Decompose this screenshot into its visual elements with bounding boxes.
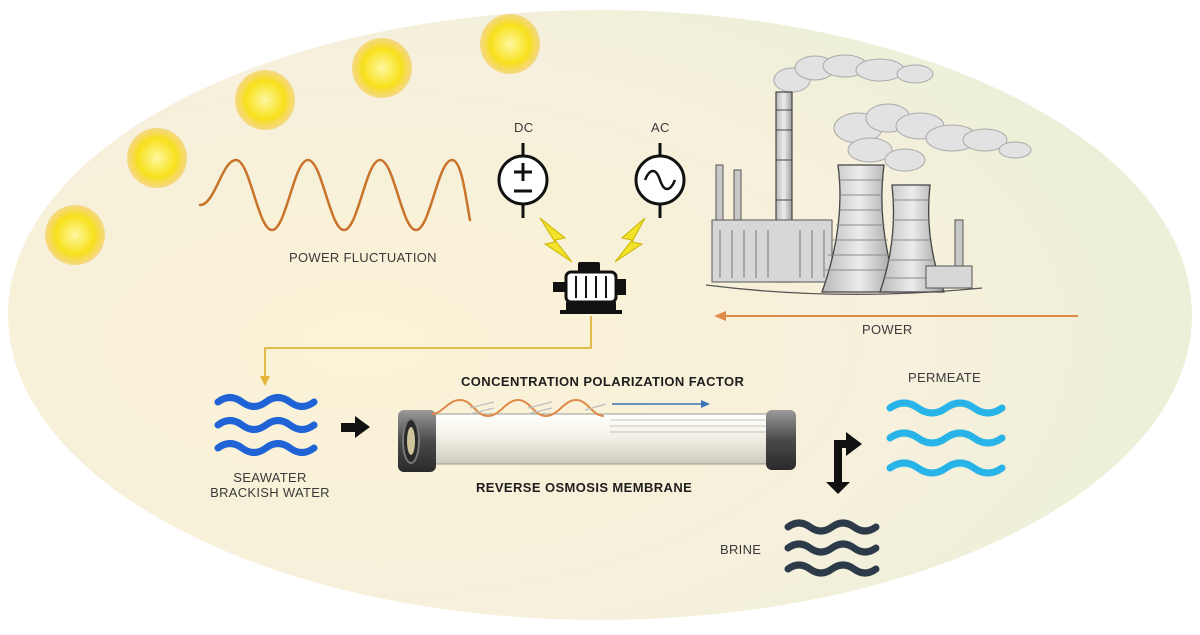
sun-icon [480, 14, 540, 74]
motor-pump-icon [553, 262, 626, 314]
flow-direction-arrow [612, 400, 710, 408]
brackish-water-label: BRACKISH WATER [210, 485, 330, 500]
power-plant-icon [705, 54, 1032, 295]
split-arrow [826, 432, 862, 494]
seawater-waves [214, 394, 318, 456]
power-fluctuation-label: POWER FLUCTUATION [289, 250, 437, 265]
feed-arrow [341, 416, 370, 438]
sun-icon [352, 38, 412, 98]
ac-source-icon [634, 143, 686, 218]
power-label: POWER [862, 322, 913, 337]
brine-label: BRINE [720, 542, 762, 557]
power-fluctuation-wave [198, 158, 472, 232]
ac-label: AC [651, 120, 670, 135]
lightning-icon [614, 217, 646, 263]
dc-source-icon [497, 143, 549, 218]
lightning-icon [539, 217, 573, 263]
dc-label: DC [514, 120, 534, 135]
concentration-polarization-label: CONCENTRATION POLARIZATION FACTOR [461, 374, 745, 389]
permeate-label: PERMEATE [908, 370, 981, 385]
feed-line [260, 316, 592, 386]
polarization-wave [431, 398, 605, 418]
power-arrow [714, 311, 1078, 321]
brine-waves [784, 519, 880, 577]
seawater-label: SEAWATER [233, 470, 307, 485]
sun-icon [45, 205, 105, 265]
ro-membrane-icon [398, 410, 796, 472]
permeate-waves [886, 399, 1006, 477]
polarization-arrows [469, 401, 607, 415]
sun-icon [127, 128, 187, 188]
sun-icon [235, 70, 295, 130]
reverse-osmosis-membrane-label: REVERSE OSMOSIS MEMBRANE [476, 480, 693, 495]
